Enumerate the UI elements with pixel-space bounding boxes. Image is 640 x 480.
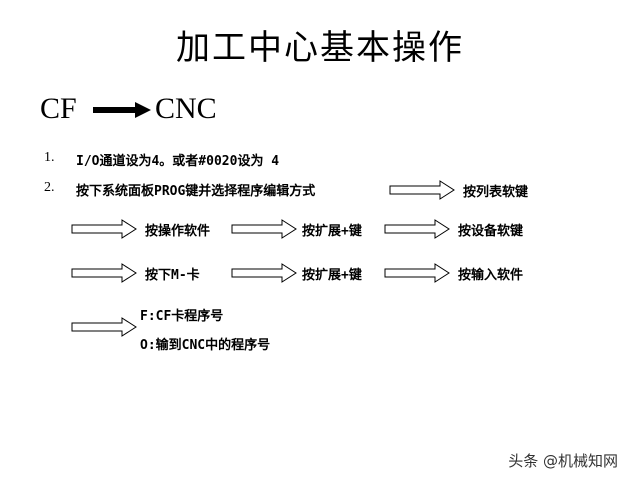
cf-program-number: F:CF卡程序号	[140, 309, 224, 324]
step-1-number: 1.	[44, 150, 55, 165]
solid-arrow-icon	[93, 102, 151, 118]
flow-list-softkey: 按列表软键	[463, 185, 529, 200]
step-2-text: 按下系统面板PROG键并选择程序编辑方式	[76, 184, 316, 199]
hollow-arrow-icon	[231, 219, 297, 239]
hollow-arrow-icon	[231, 263, 297, 283]
flow-m-card: 按下M-卡	[145, 268, 200, 283]
target-label-cnc: CNC	[155, 92, 217, 125]
step-1-text: I/O通道设为4。或者#0020设为 4	[76, 154, 280, 169]
page-title: 加工中心基本操作	[176, 28, 464, 68]
flow-extend-key-2: 按扩展+键	[302, 268, 362, 283]
cnc-program-number: O:输到CNC中的程序号	[140, 338, 271, 353]
source-label-cf: CF	[40, 92, 77, 125]
step-2-number: 2.	[44, 180, 55, 195]
flow-extend-key: 按扩展+键	[302, 224, 362, 239]
flow-input-softkey: 按输入软件	[458, 268, 524, 283]
hollow-arrow-icon	[389, 180, 455, 200]
hollow-arrow-icon	[71, 219, 137, 239]
hollow-arrow-icon	[71, 317, 137, 337]
hollow-arrow-icon	[71, 263, 137, 283]
watermark: 头条 @机械知网	[508, 452, 618, 470]
flow-operation-softkey: 按操作软件	[145, 224, 211, 239]
hollow-arrow-icon	[384, 219, 450, 239]
hollow-arrow-icon	[384, 263, 450, 283]
flow-device-softkey: 按设备软键	[458, 224, 524, 239]
